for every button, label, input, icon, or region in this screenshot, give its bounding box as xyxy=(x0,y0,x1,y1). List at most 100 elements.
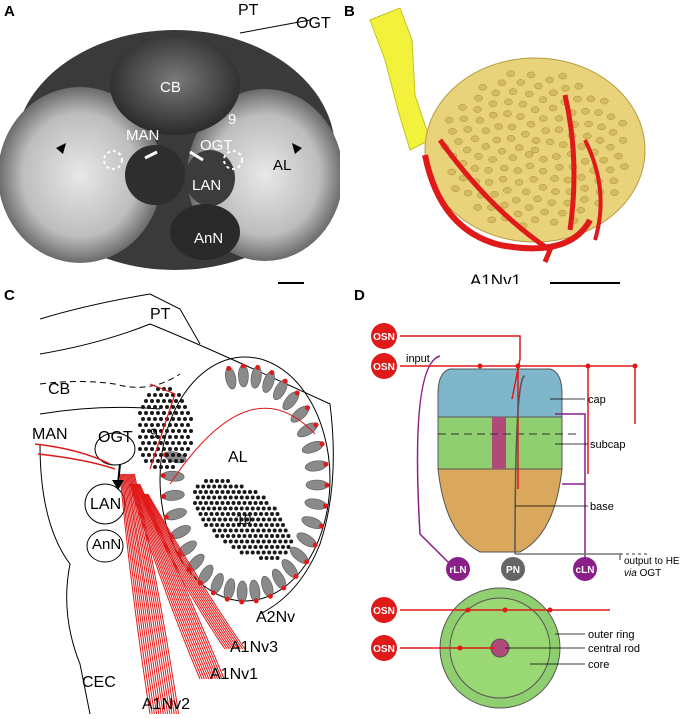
glomerulus-10-dot xyxy=(201,484,206,489)
glomerulus-9-dot xyxy=(177,429,181,433)
glomerulus-texture-dot xyxy=(513,167,523,174)
glomerulus-9-dot xyxy=(174,411,178,415)
glomerulus-10-dot xyxy=(261,528,266,533)
glomerulus-10-dot xyxy=(272,506,277,511)
ogt-arrowhead xyxy=(112,480,124,490)
glomerulus-texture-dot xyxy=(580,185,589,192)
glomerulus-texture-dot xyxy=(444,116,454,124)
glomerulus-9-dot xyxy=(141,417,145,421)
nerve-bundle-a1nv1 xyxy=(133,483,210,680)
glomerulus-9-dot xyxy=(138,435,142,439)
glomerulus-10-dot xyxy=(242,523,247,527)
glomerulus-10-dot xyxy=(231,490,236,494)
glomerulus-10-dot xyxy=(245,550,250,555)
glomerulus-9-dot xyxy=(138,411,142,415)
glomerulus-9-dot xyxy=(168,399,172,403)
al-glomerulus xyxy=(238,363,249,388)
panel-letter-b: B xyxy=(344,3,355,20)
glomerulus-9-dot xyxy=(171,405,175,409)
glomerulus-texture-dot xyxy=(580,196,589,203)
c-label-pt: PT xyxy=(150,306,171,323)
glomerulus-texture-dot xyxy=(462,146,472,154)
al-glomerulus xyxy=(160,489,185,501)
glomerulus-9-dot xyxy=(162,459,166,463)
osn-axon-1 xyxy=(400,335,521,400)
glomerulus-9-dot xyxy=(162,447,166,451)
glomerulus-10-dot xyxy=(275,512,280,516)
glomerulus-10-dot xyxy=(242,545,247,549)
glomerulus-9-dot xyxy=(156,411,160,415)
glomerulus-texture-dot xyxy=(605,166,615,174)
glomerulus-9-dot xyxy=(165,405,169,409)
glomerulus-texture-dot xyxy=(488,100,498,108)
glomerulus-10-dot xyxy=(204,512,208,516)
glomerulus-10-dot xyxy=(204,490,208,494)
glomerulus-10-dot xyxy=(250,495,255,500)
glomerulus-10-dot xyxy=(239,484,244,489)
glomerulus-tip xyxy=(319,441,325,447)
glomerulus-10-dot xyxy=(253,534,258,538)
glomerulus-10-dot xyxy=(231,501,236,505)
glomerulus-9-dot xyxy=(177,453,181,457)
glomerulus-texture-dot xyxy=(497,79,507,87)
glomerulus-10-dot xyxy=(275,534,280,538)
glomerulus-tip xyxy=(323,461,329,467)
glomerulus-9-dot xyxy=(165,429,169,433)
glomerulus-9-dot xyxy=(144,435,148,439)
glomerulus-9-dot xyxy=(189,417,193,421)
glomerulus-9-dot xyxy=(147,405,151,409)
glomerulus-10-dot xyxy=(242,534,247,538)
glomerulus-texture-dot xyxy=(533,195,542,203)
glomerulus-shape xyxy=(301,516,323,530)
glomerulus-texture-dot xyxy=(524,204,534,211)
glomerulus-10-dots xyxy=(193,479,294,560)
nerve-bundle-a1nv1 xyxy=(131,483,205,680)
nerve-bundle-a1nv3 xyxy=(139,493,226,650)
base-layer xyxy=(437,468,563,553)
glomerulus-10-dot xyxy=(264,545,269,549)
c-label-cb: CB xyxy=(48,381,70,398)
glomerulus-9-dot xyxy=(174,459,178,463)
glomerulus-tip xyxy=(163,514,169,520)
glomerulus-10-dot xyxy=(256,517,261,522)
d-label-subcap: subcap xyxy=(590,439,625,451)
glomerulus-9-dot xyxy=(153,405,157,409)
glomerulus-texture-dot xyxy=(506,135,516,142)
glomerulus-texture-dot xyxy=(573,95,582,103)
glomerulus-10-dot xyxy=(220,501,225,505)
glomerulus-texture-dot xyxy=(599,156,608,164)
glomerulus-10-dot xyxy=(278,517,283,522)
glomerulus-shape xyxy=(301,440,324,454)
d-label-output-2: via OGT xyxy=(624,568,661,579)
glomerulus-texture-dot xyxy=(594,109,603,116)
glomerulus-10-dot xyxy=(275,523,280,527)
glomerulus-10-dot xyxy=(250,528,255,533)
glomerulus-9-dot xyxy=(147,429,151,433)
glomerulus-texture-dot xyxy=(531,137,541,144)
glomerulus-9-dot xyxy=(177,393,181,397)
osn-badge-top-2: OSN xyxy=(371,353,397,379)
glomerulus-tip xyxy=(160,493,166,499)
ogt-pointer-line xyxy=(239,19,311,34)
man-fiber xyxy=(37,453,116,470)
glomerulus-texture-dot xyxy=(470,135,480,143)
glomerulus-10-dot xyxy=(228,484,233,489)
glomerulus-10-dot xyxy=(270,512,274,516)
glomerulus-texture-dot xyxy=(577,174,586,181)
glomerulus-10-dot xyxy=(237,545,241,549)
glomerulus-10-dot xyxy=(212,528,217,533)
glomerulus-texture-dot xyxy=(503,187,512,194)
glomerulus-10-dot xyxy=(206,517,211,522)
glomerulus-10-dot xyxy=(223,495,228,500)
glomerulus-texture-dot xyxy=(551,188,560,195)
glomerulus-10-dot xyxy=(281,545,285,549)
glomerulus-texture-dot xyxy=(508,88,518,95)
glomerulus-9-dot xyxy=(174,423,178,427)
glomerulus-10-dot xyxy=(204,501,208,505)
glomerulus-9-dot xyxy=(150,399,154,403)
glomerulus-9-dot xyxy=(189,429,193,433)
glomerulus-9-dot xyxy=(141,441,145,445)
glomerulus-10-dot xyxy=(242,501,247,505)
glomerulus-9-dot xyxy=(141,405,145,409)
glomerulus-10-dot xyxy=(212,517,217,522)
